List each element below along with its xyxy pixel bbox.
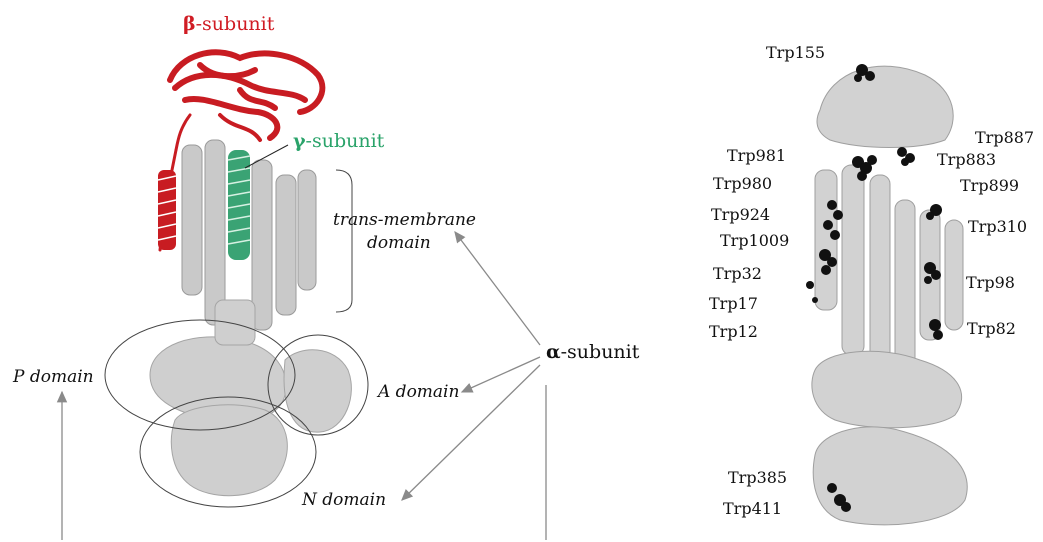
trp-label: Trp411 [723, 501, 782, 517]
n-domain-label: N domain [302, 492, 386, 509]
a-domain-label: A domain [378, 384, 459, 401]
alpha-cytoplasmic-body [150, 300, 351, 496]
trp-label: Trp12 [709, 324, 758, 340]
arrow-to-transmembrane [455, 232, 540, 345]
p-domain-label: P domain [13, 369, 94, 386]
trp-label: Trp17 [709, 296, 758, 312]
gamma-subunit-label: γ-subunit [293, 132, 384, 151]
transmembrane-label-line2: domain [367, 235, 431, 252]
trp-label: Trp883 [937, 152, 996, 168]
gamma-subunit-helix [228, 150, 250, 260]
trp-label: Trp1009 [720, 233, 789, 249]
trp-label: Trp899 [960, 178, 1019, 194]
transmembrane-bracket [336, 170, 352, 312]
trp-label: Trp981 [727, 148, 786, 164]
beta-subunit-grey [817, 66, 953, 147]
right-protein-structure [806, 64, 967, 525]
arrow-to-a-domain [462, 357, 540, 392]
trp-label: Trp924 [711, 207, 770, 223]
right-cytoplasmic-upper [812, 351, 962, 428]
trp-label: Trp155 [766, 45, 825, 61]
trp-label: Trp385 [728, 470, 787, 486]
trp-label: Trp32 [713, 266, 762, 282]
right-cytoplasmic-lower [813, 427, 967, 525]
trp-label: Trp82 [967, 321, 1016, 337]
alpha-subunit-label: α-subunit [546, 343, 639, 362]
trp-label: Trp310 [968, 219, 1027, 235]
left-protein-structure [105, 52, 368, 507]
transmembrane-label-line1: trans-membrane [333, 212, 476, 229]
trp-label: Trp887 [975, 130, 1034, 146]
beta-subunit-label: β-subunit [183, 15, 274, 34]
trp-label: Trp980 [713, 176, 772, 192]
trp-label: Trp98 [966, 275, 1015, 291]
